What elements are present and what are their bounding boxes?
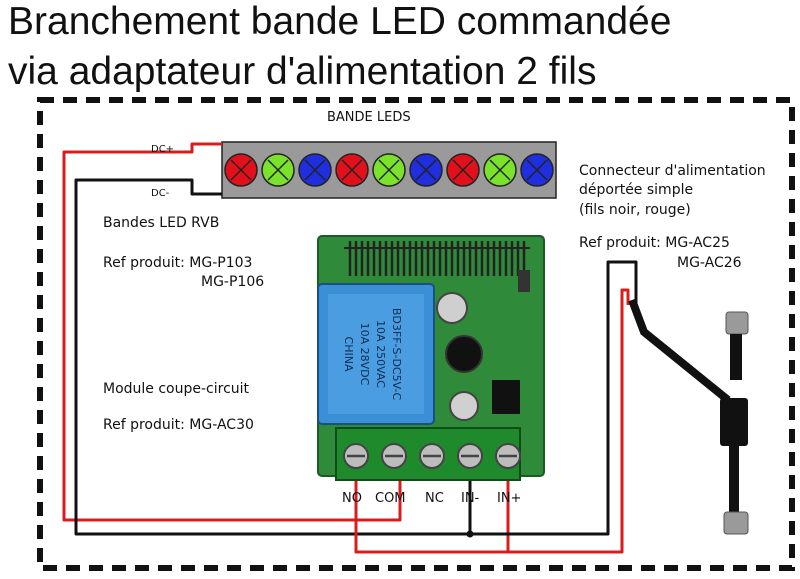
adapter-ref-line1: Ref produit: MG-AC25 bbox=[579, 235, 730, 251]
module-name: Module coupe-circuit bbox=[103, 381, 250, 397]
led-7 bbox=[446, 153, 480, 187]
strip-ref-line1: Ref produit: MG-P103 bbox=[103, 255, 253, 271]
wire-no-in-plus-red bbox=[354, 470, 510, 554]
led-6 bbox=[409, 153, 443, 187]
adapter-ref-line2: MG-AC26 bbox=[677, 255, 742, 271]
led-2 bbox=[261, 153, 295, 187]
led-8 bbox=[483, 153, 517, 187]
module-ref: Ref produit: MG-AC30 bbox=[103, 417, 254, 433]
dc-minus-label: DC- bbox=[151, 188, 170, 199]
wire-adapter-red bbox=[508, 288, 630, 554]
adapter-desc-line2: déportée simple bbox=[579, 182, 694, 198]
relay-text-2: 10A 250VAC bbox=[374, 320, 387, 388]
led-1 bbox=[224, 153, 258, 187]
relay-module bbox=[317, 235, 545, 481]
led-5 bbox=[372, 153, 406, 187]
dc-plus-label: DC+ bbox=[151, 144, 175, 155]
relay-text-3: 10A 28VDC bbox=[358, 322, 371, 386]
power-adapter-cable bbox=[628, 298, 749, 535]
led-9 bbox=[520, 153, 554, 187]
adapter-desc-line1: Connecteur d'alimentation bbox=[579, 163, 766, 179]
relay-text-1: BD3FF-S-DC5V-C bbox=[390, 307, 403, 401]
led-3 bbox=[298, 153, 332, 187]
led-strip bbox=[221, 141, 557, 199]
relay-text-4: CHINA bbox=[342, 336, 355, 372]
strip-ref-line2: MG-P106 bbox=[201, 274, 265, 290]
terminal-label-no: NO bbox=[342, 491, 362, 506]
dashed-frame bbox=[37, 97, 795, 571]
strip-name: Bandes LED RVB bbox=[103, 215, 220, 231]
terminal-label-com: COM bbox=[375, 491, 406, 506]
adapter-desc-line3: (fils noir, rouge) bbox=[579, 202, 691, 218]
relay-label: BD3FF-S-DC5V-C 10A 250VAC 10A 28VDC CHIN… bbox=[316, 284, 436, 424]
terminal-label-nc: NC bbox=[425, 491, 444, 506]
wire-adapter-black bbox=[470, 260, 638, 536]
diagram-title-line2: via adaptateur d'alimentation 2 fils bbox=[8, 50, 597, 93]
wire-dcplus-red bbox=[62, 142, 402, 522]
diagram-title-line1: Branchement bande LED commandée bbox=[8, 0, 672, 43]
strip-label: BANDE LEDS bbox=[327, 110, 411, 125]
terminal-label-in-plus: IN+ bbox=[497, 491, 522, 506]
led-4 bbox=[335, 153, 369, 187]
terminal-label-in-minus: IN- bbox=[461, 491, 480, 506]
